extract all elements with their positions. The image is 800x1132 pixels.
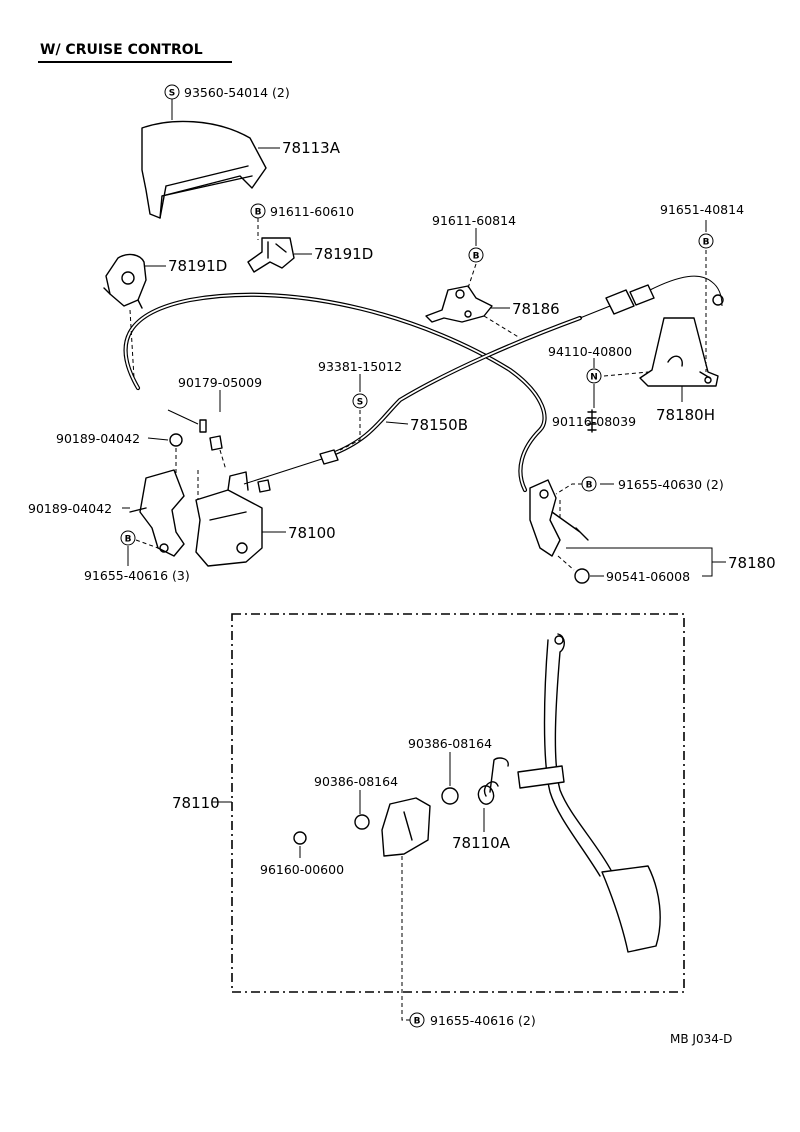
pedal-arm: [517, 633, 661, 953]
part-labels: 93560-54014 (2) 78113A 91611-60610 78191…: [28, 85, 776, 1028]
label-78110: 78110: [172, 794, 220, 812]
label-90541-06008: 90541-06008: [606, 569, 690, 584]
svg-text:B: B: [473, 252, 480, 262]
bracket-78100: [195, 471, 263, 567]
mark-s-93381: S: [352, 393, 368, 409]
svg-text:N: N: [590, 373, 598, 383]
label-78100: 78100: [288, 524, 336, 542]
label-78191D-left: 78191D: [168, 257, 227, 275]
label-91655-40616-3: 91655-40616 (3): [84, 568, 190, 583]
label-78191D-center: 78191D: [314, 245, 373, 263]
lever-78180: [529, 479, 590, 584]
label-90179-05009: 90179-05009: [178, 375, 262, 390]
label-94110-40800: 94110-40800: [548, 344, 632, 359]
pedal-assembly-box: [231, 613, 685, 993]
mark-b-91655-40630: B: [581, 476, 597, 492]
clip-78191D-left: [103, 253, 147, 309]
mark-b-91651-40814: B: [698, 233, 714, 249]
label-90386-08164-right: 90386-08164: [408, 736, 492, 751]
mark-b-91655-40616-3: B: [120, 530, 136, 546]
svg-text:S: S: [169, 89, 175, 99]
label-78150B: 78150B: [410, 416, 468, 434]
lever-left: [129, 419, 207, 557]
mark-b-91611-60814: B: [468, 247, 484, 263]
svg-text:S: S: [357, 398, 363, 408]
svg-text:B: B: [586, 481, 593, 491]
bushings-and-stopper: [293, 787, 459, 845]
label-90189-04042-a: 90189-04042: [56, 431, 140, 446]
label-78180: 78180: [728, 554, 776, 572]
stud-90116: [587, 409, 597, 433]
label-93560-54014: 93560-54014 (2): [184, 85, 290, 100]
pedal-bracket: [381, 797, 431, 857]
diagram-code: MB J034-D: [670, 1032, 732, 1046]
label-90189-04042-b: 90189-04042: [28, 501, 112, 516]
mark-s-93560: S: [164, 84, 180, 100]
mark-b-91655-40616-2: B: [409, 1012, 425, 1028]
label-78180H: 78180H: [656, 406, 715, 424]
circled-marks: S B B B N S B B: [120, 84, 714, 1028]
leader-lines: [122, 98, 726, 1021]
label-91655-40630: 91655-40630 (2): [618, 477, 724, 492]
bracket-78180H: [639, 317, 719, 387]
label-96160-00600: 96160-00600: [260, 862, 344, 877]
label-91655-40616-2: 91655-40616 (2): [430, 1013, 536, 1028]
label-78186: 78186: [512, 300, 560, 318]
label-91611-60610: 91611-60610: [270, 204, 354, 219]
diagram-title: W/ CRUISE CONTROL: [40, 42, 203, 58]
mark-n-94110: N: [586, 368, 602, 384]
return-spring-78110A: [477, 757, 509, 805]
mark-b-91611-60610: B: [250, 203, 266, 219]
cable-fitting-right: [605, 284, 724, 315]
svg-text:B: B: [703, 238, 710, 248]
cables: [123, 275, 723, 493]
label-78113A: 78113A: [282, 139, 341, 157]
svg-text:B: B: [125, 535, 132, 545]
clip-78191D-center: [247, 237, 295, 273]
label-90386-08164-left: 90386-08164: [314, 774, 398, 789]
label-93381-15012: 93381-15012: [318, 359, 402, 374]
label-78110A: 78110A: [452, 834, 511, 852]
svg-text:B: B: [255, 208, 262, 218]
label-91611-60814: 91611-60814: [432, 213, 516, 228]
svg-text:B: B: [414, 1017, 421, 1027]
cover-78113A: [141, 120, 267, 219]
bracket-78186: [425, 285, 493, 323]
small-bolts: [209, 435, 339, 493]
label-90116-08039: 90116-08039: [552, 414, 636, 429]
label-91651-40814: 91651-40814: [660, 202, 744, 217]
